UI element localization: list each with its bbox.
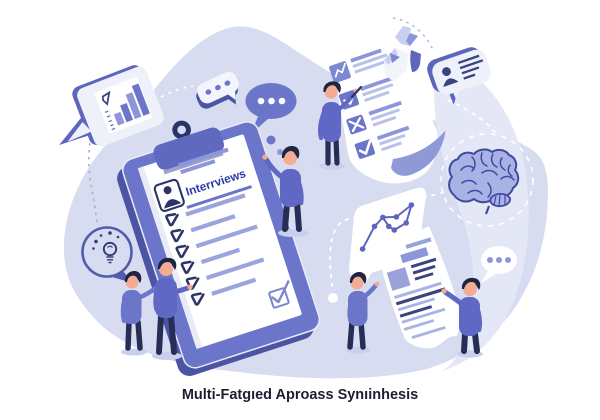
svg-text:Multi-Fatgıed Aproass Synıinhe: Multi-Fatgıed Aproass Synıinhesis bbox=[182, 387, 418, 403]
